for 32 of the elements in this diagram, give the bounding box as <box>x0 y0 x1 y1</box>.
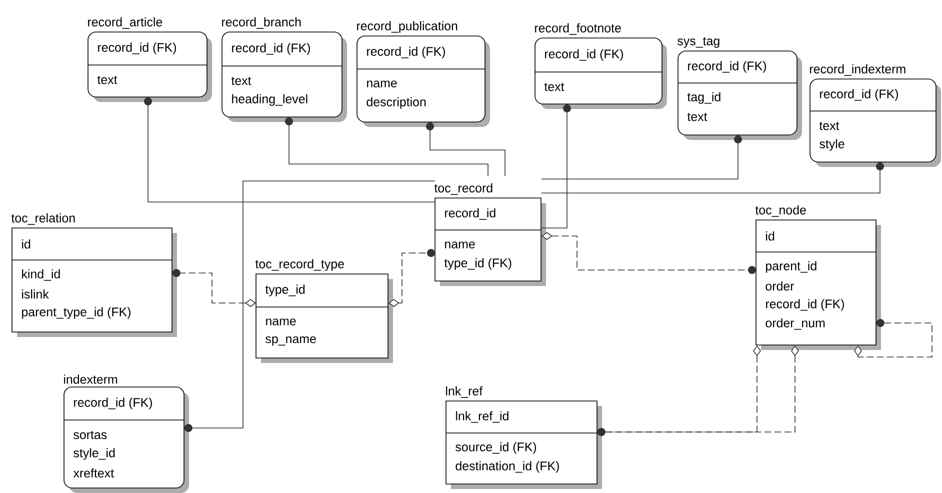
relationship-line <box>144 97 436 202</box>
entity-table: record_footnote record_id (FK) text <box>534 23 667 109</box>
entity-table: sys_tag record_id (FK) tag_id text <box>678 37 802 140</box>
relationship-line <box>285 117 488 176</box>
relationship-line <box>541 104 571 228</box>
node-label: record_indexterm <box>810 64 906 76</box>
entity-table: record_indexterm record_id (FK) text style <box>810 64 941 167</box>
node-label: record_footnote <box>535 23 621 35</box>
relationship-line <box>541 135 742 180</box>
node-label: record_publication <box>357 21 458 33</box>
node-label: toc_relation <box>11 213 75 225</box>
node-label: toc_node <box>755 205 806 217</box>
node-label: record_article <box>88 17 162 29</box>
node-label: toc_record_type <box>255 259 344 271</box>
entity-table: toc_record_type type_id name sp_name <box>255 259 393 363</box>
entity-table: record_article record_id (FK) text <box>88 17 212 102</box>
node-label: sys_tag <box>678 37 720 48</box>
entity-table: toc_record record_id name type_id (FK) <box>434 183 546 286</box>
entity-table: lnk_ref lnk_ref_id source_id (FK) destination_id (FK) <box>446 386 602 489</box>
relationship-line <box>184 180 436 432</box>
entity-table: record_branch record_id (FK) text heading_level <box>222 17 347 122</box>
node-label: lnk_ref <box>446 386 483 398</box>
node-label: indexterm <box>64 374 118 384</box>
entity-table: record_publication record_id (FK) name description <box>356 21 490 127</box>
relationship-line <box>854 319 932 358</box>
relationship-line <box>541 162 884 194</box>
relationship-line <box>426 122 506 176</box>
entity-table: toc_node id parent_id order record_id (FK) order_num <box>755 205 881 350</box>
node-label: toc_record <box>434 183 492 195</box>
entity-table: indexterm record_id (FK) sortas style_id xreftext <box>64 374 189 493</box>
node-label: record_branch <box>222 17 301 29</box>
entity-table: toc_relation id kind_id islink parent_type_id (FK) <box>11 213 177 337</box>
